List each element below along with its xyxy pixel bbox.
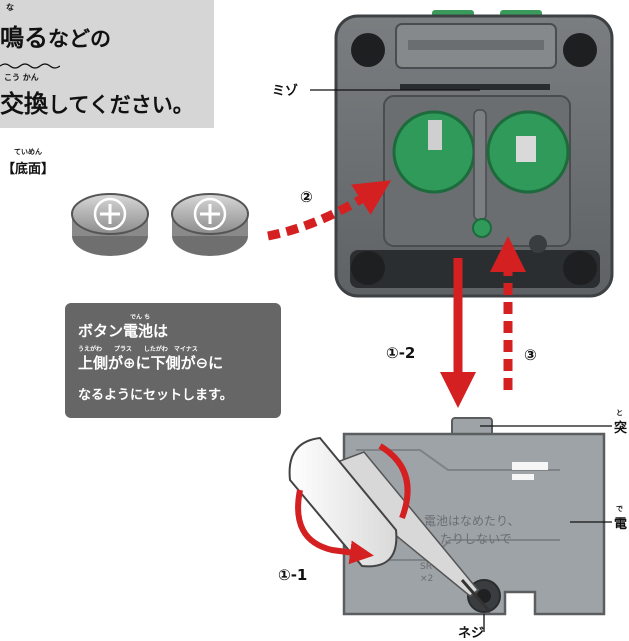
device-body [334,10,614,298]
step-3-label: ③ [524,346,537,364]
note-line-2: 上側が⊕に下側が⊖に [78,352,223,373]
step-1-1-label: ①-1 [278,566,308,584]
arrow-insert-battery-icon [267,180,392,241]
note-line-1: ボタン電池は [78,320,168,341]
right-top-callout-ruby: と [616,409,623,417]
right-mid-callout-ruby: で [616,505,623,513]
right-mid-callout: 電 [614,517,628,532]
rotate-arrow-top-icon [378,443,411,520]
right-top-callout: 突 [614,421,628,436]
note-line-2-text: 上側が⊕に下側が⊖に [78,354,224,372]
neji-callout: ネジ [458,626,485,641]
note-line-1-ruby: でん ち [130,314,151,321]
screwdriver [288,436,492,613]
step-2-label: ② [300,188,313,206]
warning-info-box [0,0,214,128]
note-line-1-text: ボタン電池は [78,322,169,340]
info-line-2-rest: してください。 [48,93,194,117]
cover-battery-model: SR [420,562,432,572]
bottom-label: 【底面】 [2,162,55,177]
info-line-1-rest: などの [48,27,111,51]
wavy-underline [0,63,60,69]
button-battery-right [171,193,249,256]
cover-warning-line-2: たりしないで [440,532,512,546]
button-battery-left [71,193,149,256]
ruby-naru: な [6,3,14,12]
info-line-2-kanji: 交換 [0,90,48,118]
info-line-2: 交換してください。 [0,84,194,119]
bottom-label-ruby: ていめん [14,148,42,156]
info-line-1-kanji: 鳴る [0,24,48,52]
cover-warning-line-1: 電池はなめたり、 [424,514,520,528]
info-line-1: 鳴るなどの [0,18,111,53]
ruby-koukan: こう かん [4,73,39,82]
mizo-callout: ミゾ [272,84,299,99]
step-1-2-label: ①-2 [386,344,416,362]
battery-orientation-note [65,303,281,418]
cover-battery-count: ×2 [420,574,434,584]
note-line-3: なるようにセットします。 [78,388,233,403]
note-line-2-ruby: うえがわ プラス したがわ マイナス [78,346,198,353]
rotate-arrow-icon [295,489,374,565]
